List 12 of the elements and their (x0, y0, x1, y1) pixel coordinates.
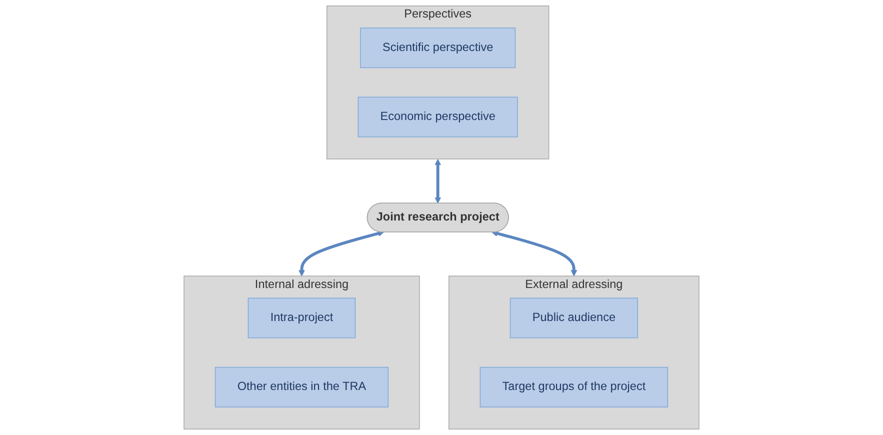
node-box (248, 298, 356, 338)
node-box (480, 366, 668, 408)
cluster (326, 6, 550, 160)
arrow (298, 230, 384, 276)
cluster (184, 276, 420, 430)
cluster (448, 276, 700, 430)
arrow (491, 230, 578, 276)
arrow (434, 158, 442, 204)
node-box (214, 366, 389, 408)
node-box (510, 298, 638, 338)
node-box (360, 28, 516, 68)
node-box (358, 96, 518, 138)
